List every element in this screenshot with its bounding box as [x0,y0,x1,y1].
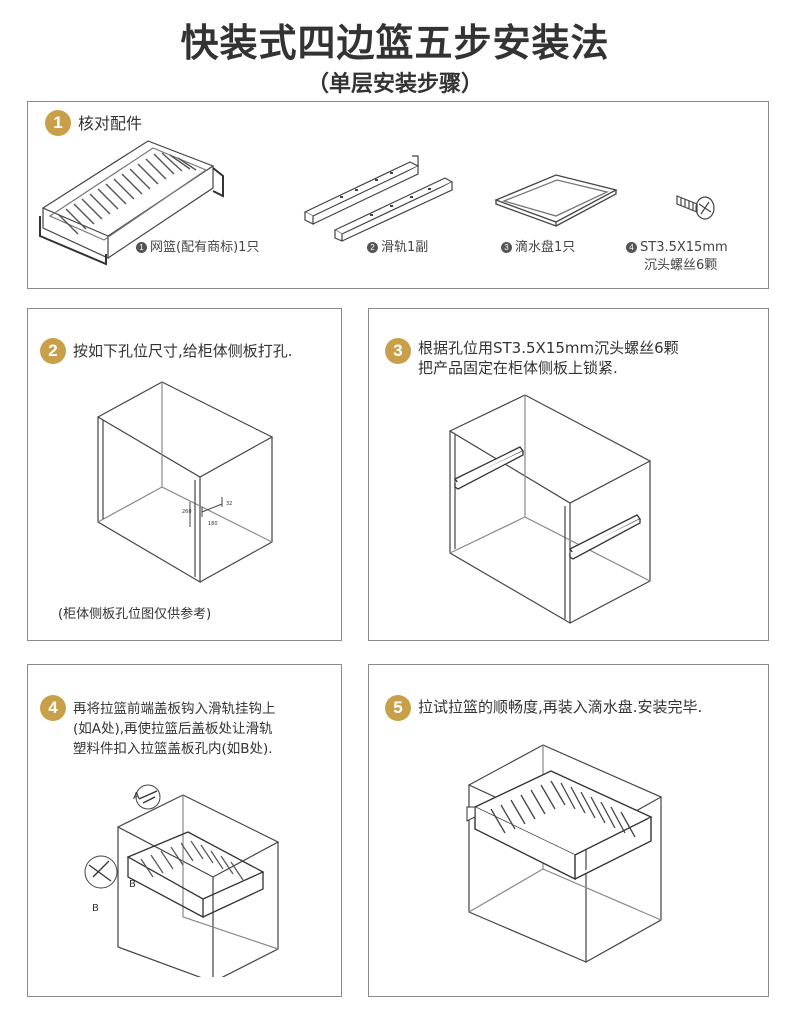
page-title: 快装式四边篮五步安装法 [180,21,610,65]
step5-instruction: 拉试拉篮的顺畅度,再装入滴水盘.安装完毕. [418,698,703,716]
rails-illustration [303,155,454,242]
step4-instruction-line3: 塑料件扣入拉篮盖板孔内(如B处). [73,741,273,757]
label-a: A [133,791,140,802]
label-b-detail: B [92,903,99,914]
cabinet-hole-diagram: 260 180 32 [96,381,274,584]
cabinet-rails-diagram [448,394,652,625]
page-subtitle: （单层安装步骤） [306,72,483,97]
basket-illustration [39,140,224,266]
step3-instruction-line2: 把产品固定在柜体侧板上锁紧. [418,359,618,377]
step3-instruction-line1: 根据孔位用ST3.5X15mm沉头螺丝6颗 [418,339,679,357]
step4-instruction-line1: 再将拉篮前端盖板钩入滑轨挂钩上 [73,701,276,717]
step1-title: 核对配件 [78,114,143,133]
step5-panel: 5 拉试拉篮的顺畅度,再装入滴水盘.安装完毕. [368,664,769,997]
dim-label-180: 180 [208,521,218,527]
basket-mounting-diagram [84,784,280,977]
step1-badge: 1 [45,110,71,136]
step1-panel: 1 核对配件 [27,101,769,289]
step2-note: (柜体侧板孔位图仅供参考) [58,607,212,622]
drip-tray-illustration [494,174,618,227]
step2-panel: 2 按如下孔位尺寸,给柜体侧板打孔. 260 180 32 (柜体侧板孔位图仅供… [27,308,342,641]
step4-panel: 4 再将拉篮前端盖板钩入滑轨挂钩上 (如A处),再使拉篮后盖板处让滑轨 塑料件扣… [27,664,342,997]
step4-instruction-line2: (如A处),再使拉篮后盖板处让滑轨 [73,721,273,737]
dim-label-260: 260 [182,509,192,515]
screw-illustration [676,195,715,220]
step3-badge: 3 [385,338,411,364]
step3-panel: 3 根据孔位用ST3.5X15mm沉头螺丝6颗 把产品固定在柜体侧板上锁紧. [368,308,769,641]
completed-installation-diagram [466,744,663,963]
label-b: B [129,879,136,890]
step2-instruction: 按如下孔位尺寸,给柜体侧板打孔. [73,342,293,360]
step4-badge: 4 [40,695,66,721]
step2-badge: 2 [40,338,66,364]
dim-label-32: 32 [226,501,232,507]
step5-badge: 5 [385,695,411,721]
